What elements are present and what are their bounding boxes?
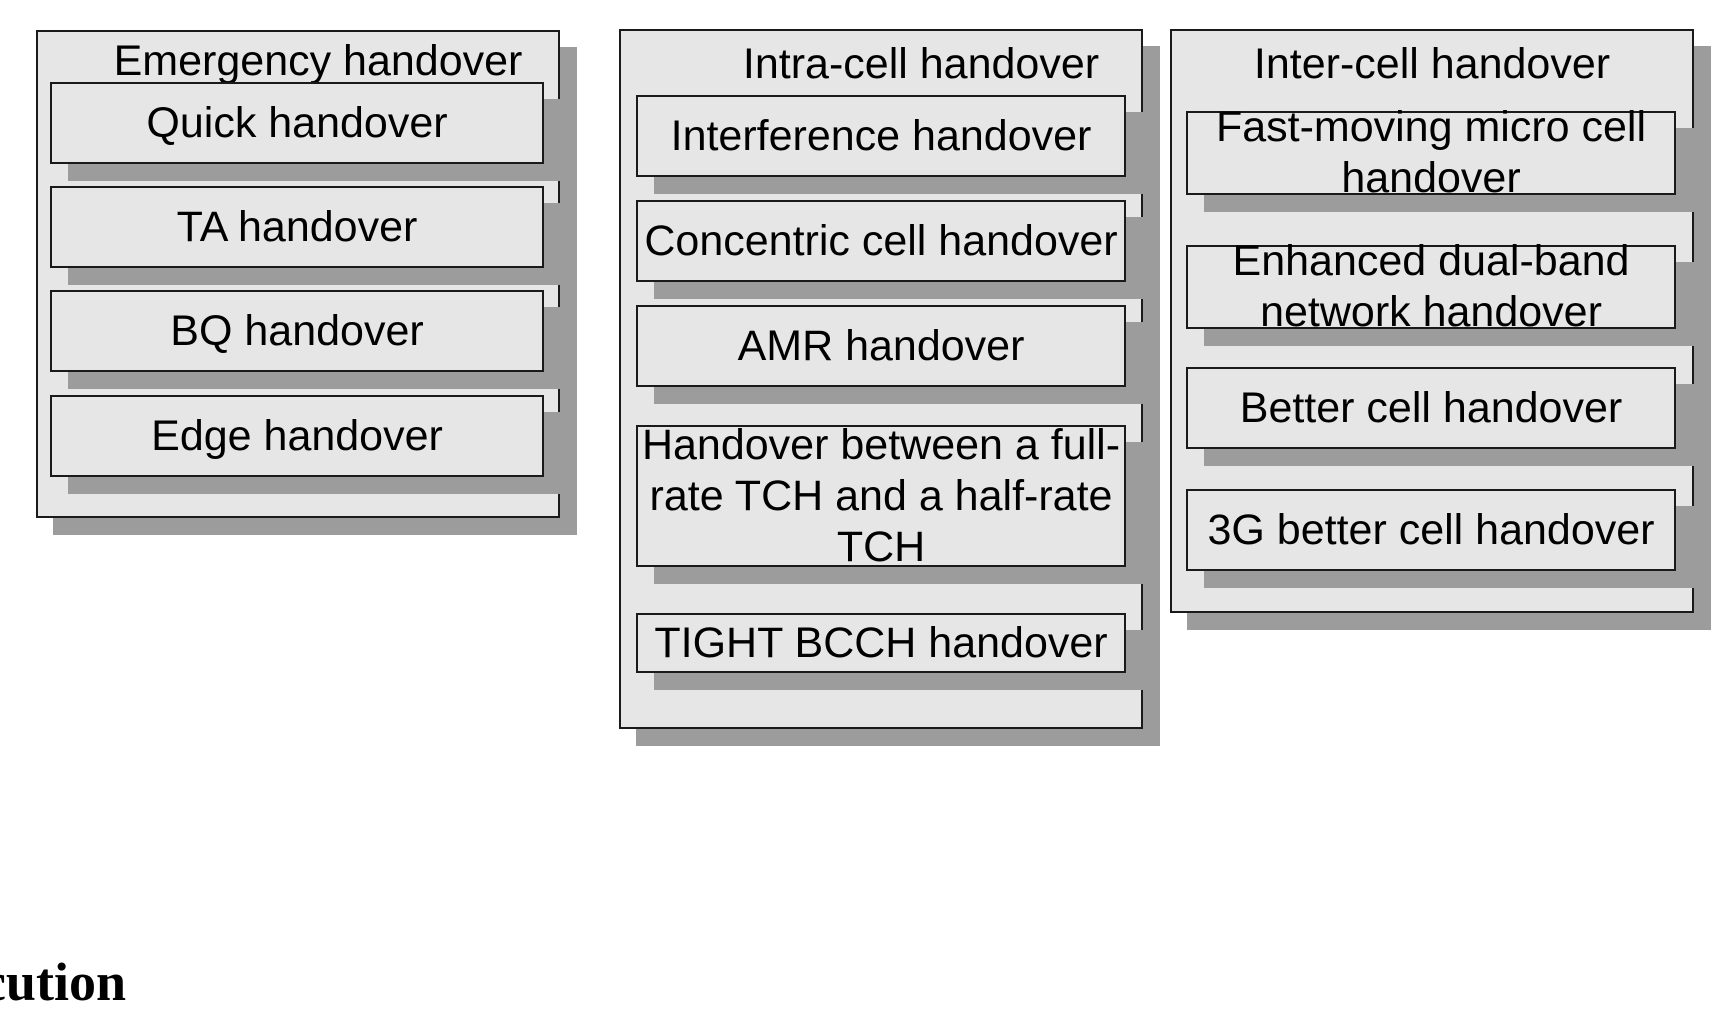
item-label: TA handover [176,202,418,251]
item-label: AMR handover [737,321,1025,370]
group-title: Emergency handover [113,37,523,85]
item-bq-handover: BQ handover [50,290,544,372]
item-ta-handover: TA handover [50,186,544,268]
item-amr-handover: AMR handover [636,305,1126,387]
item-tight-bcch-handover: TIGHT BCCH handover [636,613,1126,673]
group-intra-cell-handover: Intra-cell handover Interference handove… [619,29,1143,729]
item-label: TIGHT BCCH handover [654,618,1108,667]
item-quick-handover: Quick handover [50,82,544,164]
item-label: Concentric cell handover [644,216,1118,265]
item-enhanced-dual-band-handover: Enhanced dual-band network handover [1186,237,1676,336]
item-label: Edge handover [151,411,443,460]
item-interference-handover: Interference handover [636,95,1126,177]
group-title: Intra-cell handover [742,40,1100,88]
item-3g-better-cell-handover: 3G better cell handover [1186,489,1676,571]
group-title: Inter-cell handover [1253,40,1611,88]
group-inter-cell-handover: Inter-cell handover Fast-moving micro ce… [1170,29,1694,613]
item-label: Better cell handover [1239,383,1623,432]
item-fast-moving-micro-cell-handover: Fast-moving micro cell handover [1186,103,1676,202]
item-label: 3G better cell handover [1207,505,1655,554]
item-label: BQ handover [170,306,424,355]
item-label: Fast-moving micro cell handover [1215,103,1647,202]
section-heading-fragment: ecution [0,952,126,1012]
item-full-half-rate-tch-handover: Handover between a full-rate TCH and a h… [636,421,1126,571]
group-emergency-handover: Emergency handover Quick handover TA han… [36,30,560,518]
item-edge-handover: Edge handover [50,395,544,477]
item-label: Interference handover [670,111,1092,160]
item-label: Quick handover [146,98,448,147]
item-label: Enhanced dual-band network handover [1232,237,1630,336]
item-better-cell-handover: Better cell handover [1186,367,1676,449]
item-label: Handover between a full-rate TCH and a h… [641,420,1121,571]
item-concentric-cell-handover: Concentric cell handover [636,200,1126,282]
